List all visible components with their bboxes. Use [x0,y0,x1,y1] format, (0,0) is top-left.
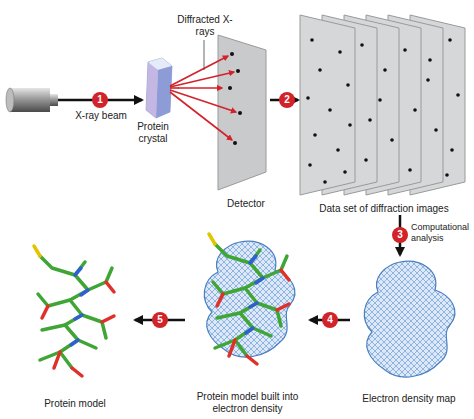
callout-number: 3 [392,227,408,243]
spot [448,38,452,42]
diffracted-ray [170,72,234,87]
density-mesh [364,261,455,377]
image-stack [300,15,465,195]
node-caption: Protein crystal [128,121,178,145]
crystal-node: Protein crystal [128,55,178,145]
node-caption: Protein model [15,398,135,410]
spot [364,158,368,162]
callout-number: 5 [152,312,168,328]
spot [368,118,372,122]
spot [426,78,430,82]
spot [434,128,438,132]
spot [228,86,232,90]
image-spots [306,38,460,184]
diffracted-ray [170,56,228,86]
beam-label: X-ray beam [66,110,136,122]
spot [336,148,340,152]
diffracted-ray [170,90,236,112]
crystal-facet [146,64,158,118]
callout-number: 4 [322,312,338,328]
spot [408,168,412,172]
diffracted-rays [170,56,236,140]
crystal-facet [156,66,172,118]
spot [413,108,417,112]
image-set-node: Data set of diffraction images [298,10,470,215]
spot [318,68,322,72]
spot [450,148,454,152]
protein-model-node: Protein model [15,245,135,410]
beam-label: Diffracted X-rays [176,14,234,38]
spot [378,98,382,102]
source-nozzle [50,94,58,106]
detector-node: Detector [222,30,270,210]
protein-crystal [146,58,172,118]
spot [328,108,332,112]
spot [346,83,350,87]
diffraction-spots [228,52,242,145]
node-caption: Protein model built into electron densit… [185,391,310,415]
source-end [6,88,14,112]
spot [390,138,394,142]
spot [238,111,242,115]
spot [428,58,432,62]
edge-label: Computational analysis [411,222,474,244]
leader-line [204,40,205,70]
spot [403,48,407,52]
spot [338,50,342,54]
spot [306,96,310,100]
built-model-node: Protein model built into electron densit… [185,235,310,415]
diffracted-ray [170,92,232,140]
density-map-node: Electron density map [350,255,468,405]
image-panel [300,15,355,195]
node-caption: Electron density map [350,393,468,405]
spot [323,180,327,184]
callout-number: 1 [92,92,108,108]
spot [456,93,460,97]
node-caption: Data set of diffraction images [298,203,470,215]
stick-model [34,246,114,376]
spot [348,123,352,127]
spot [236,69,240,73]
spot [360,43,364,47]
spot [233,141,237,145]
process-arrow [178,87,222,89]
spot [308,163,312,167]
density-mesh [204,241,295,357]
spot [343,170,347,174]
source-body [10,88,50,112]
spot [230,52,234,56]
spot [310,38,314,42]
callout-number: 2 [279,92,295,108]
xray-source [6,88,58,112]
node-caption: Detector [222,198,270,210]
fitted-chain [209,234,289,364]
spot [383,68,387,72]
spot [445,173,449,177]
crystal-body [146,58,172,118]
spot [313,133,317,137]
